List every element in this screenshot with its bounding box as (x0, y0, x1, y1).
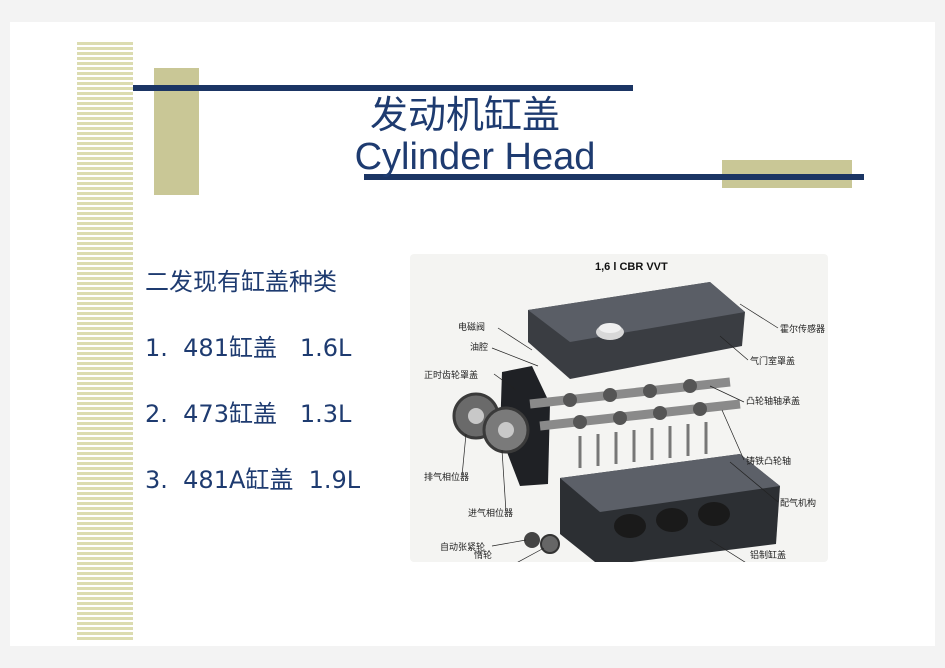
label-intake-phaser: 进气相位器 (468, 507, 513, 519)
list-item: 1. 481缸盖 1.6L (145, 334, 352, 362)
valvetrain-shape (578, 422, 708, 468)
title-rule-top (133, 85, 633, 91)
label-camshaft: 铸铁凸轮轴 (746, 455, 791, 467)
label-valve-cover: 气门室罩盖 (750, 355, 795, 367)
cylinder-head-list: 二发现有缸盖种类 1. 481缸盖 1.6L 2. 473缸盖 1.3L 3. … (145, 262, 395, 526)
list-item: 2. 473缸盖 1.3L (145, 400, 352, 428)
list-heading: 二发现有缸盖种类 (145, 268, 337, 296)
label-head: 铝制缸盖 (750, 549, 786, 561)
label-sensor: 霍尔传感器 (780, 323, 825, 335)
label-timing-cover: 正时齿轮罩盖 (424, 369, 478, 381)
cam-gears (452, 392, 530, 454)
label-bearing-cap: 凸轮轴轴承盖 (746, 395, 800, 407)
camshafts (529, 377, 741, 431)
title-rule-bottom (364, 174, 864, 180)
cylinder-head-shape (560, 454, 780, 566)
valve-cover-shape (528, 282, 745, 379)
title-chinese: 发动机缸盖 (369, 93, 560, 137)
engine-exploded-figure: 1,6 l CBR VVT (410, 254, 828, 575)
label-plug: 油腔 (470, 341, 488, 353)
label-idler: 惰轮 (474, 549, 492, 561)
slide: 发动机缸盖 Cylinder Head 二发现有缸盖种类 1. 481缸盖 1.… (10, 22, 935, 646)
decorative-stripes (77, 42, 133, 642)
engine-diagram: 1,6 l CBR VVT (424, 261, 825, 575)
leader-lines (461, 303, 779, 575)
label-valvetrain: 配气机构 (780, 497, 816, 509)
list-item: 3. 481A缸盖 1.9L (145, 466, 361, 494)
label-solenoid: 电磁阀 (458, 321, 485, 333)
idler-shape (540, 534, 560, 554)
tensioner-shape (524, 532, 540, 548)
label-tensioner: 自动张紧轮 (440, 541, 485, 553)
figure-title: 1,6 l CBR VVT (595, 261, 668, 273)
label-exhaust-phaser: 排气相位器 (424, 471, 469, 483)
title-english: Cylinder Head (354, 136, 596, 178)
